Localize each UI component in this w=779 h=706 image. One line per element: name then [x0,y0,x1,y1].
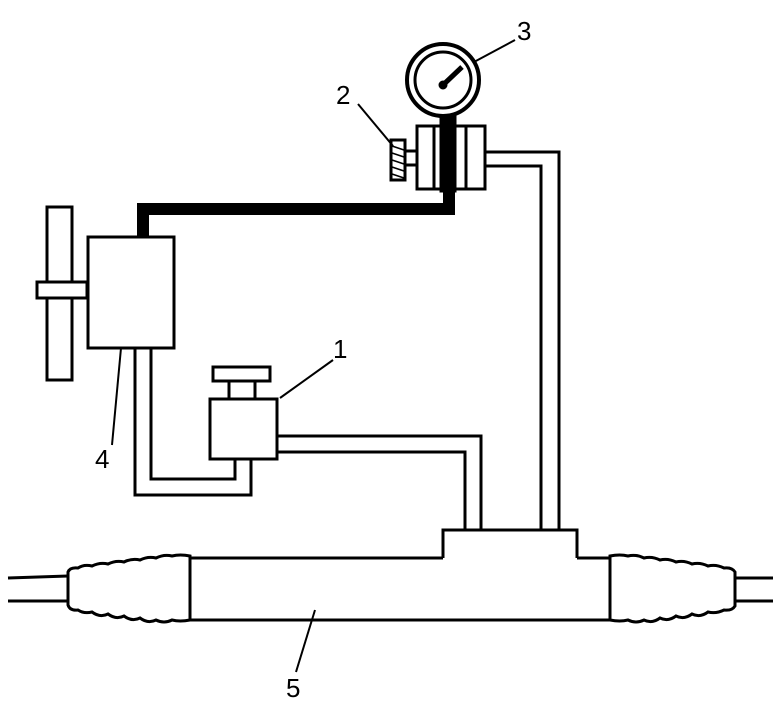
pump-shaft [35,280,89,300]
reservoir-cap[interactable] [211,365,272,383]
reservoir-neck [227,379,257,401]
label-3: 3 [517,16,531,46]
label-5: 5 [286,673,300,703]
leader-4 [111,347,122,446]
bellows-right [608,553,737,624]
leader-lines [111,39,516,673]
knob-knurling [391,145,405,179]
label-1: 1 [333,334,347,364]
callout-labels: 1 2 3 4 5 [95,16,531,703]
leader-2 [357,103,394,147]
line-reservoir-to-rack [277,434,483,530]
gauge-stem [439,111,457,193]
reservoir [208,365,279,461]
label-4: 4 [95,444,109,474]
suction-line-pump-to-reservoir [133,348,253,497]
tie-rod-left-upper [7,574,69,580]
bellows-left [66,553,192,624]
gauge-valve-assembly [389,42,487,193]
leader-5 [295,609,316,673]
leader-3 [473,39,516,63]
pressure-gauge-dial [413,50,473,110]
pump-assembly [35,205,176,382]
leader-1 [279,359,334,399]
control-valve-block [441,528,579,558]
valve-stem [403,149,419,167]
reservoir-body [208,397,279,461]
pump-body [86,235,176,350]
label-2: 2 [336,80,350,110]
return-line-valve-to-rack [485,150,561,530]
pressure-gauge-hub [438,80,448,90]
steering-rack [7,528,773,624]
